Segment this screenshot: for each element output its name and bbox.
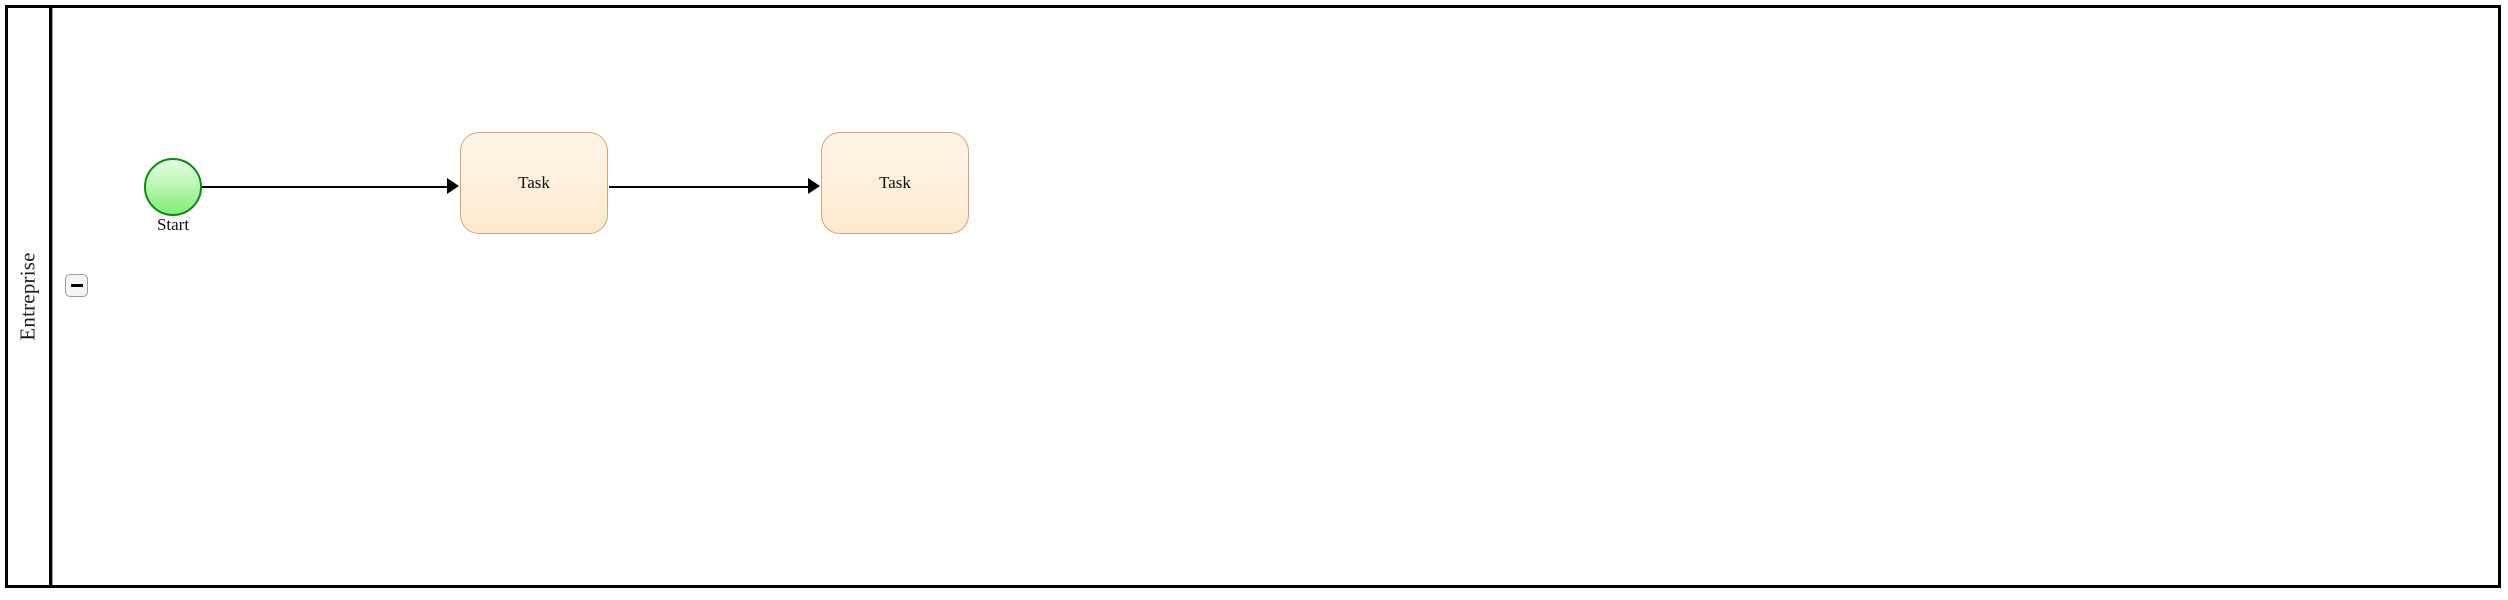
pool-body: Start Task Task (52, 8, 2498, 585)
pool-entreprise[interactable]: Entreprise Start Task Task (5, 5, 2501, 588)
pool-header[interactable]: Entreprise (8, 8, 52, 585)
start-event-node[interactable] (144, 158, 202, 216)
task-node-2[interactable]: Task (821, 132, 969, 234)
start-event-label: Start (156, 215, 190, 234)
pool-collapse-button[interactable] (65, 274, 88, 297)
arrowhead-icon (447, 178, 459, 194)
sequence-flow-2[interactable] (609, 186, 812, 188)
task-node-1[interactable]: Task (460, 132, 608, 234)
sequence-flow-1[interactable] (202, 186, 451, 188)
arrowhead-icon (808, 178, 820, 194)
minus-icon (70, 283, 83, 288)
pool-name-label: Entreprise (16, 252, 41, 341)
